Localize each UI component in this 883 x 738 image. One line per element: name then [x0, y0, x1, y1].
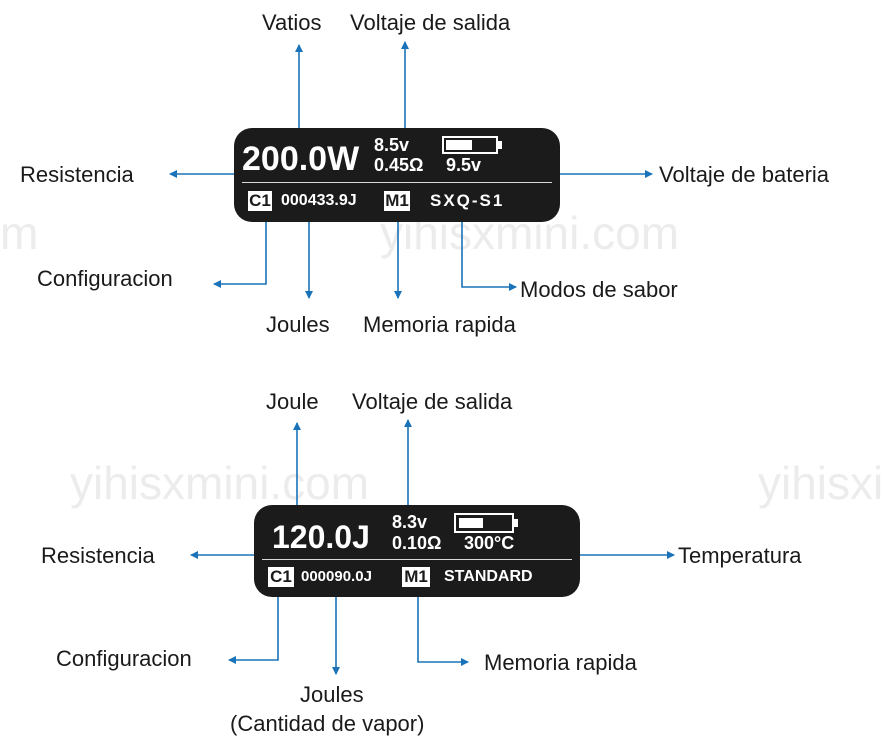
label-joules: Joules: [266, 312, 330, 337]
label-quick-memory-2: Memoria rapida: [484, 650, 637, 675]
screen-divider: [242, 182, 552, 183]
arrow-configuration: [213, 214, 267, 288]
joules-counter: 000433.9J: [281, 192, 357, 209]
arrow-configuration-2: [228, 592, 279, 664]
config-badge-2: C1: [268, 567, 294, 587]
watermark: yihisxi: [758, 457, 883, 509]
resistance-value-2: 0.10Ω: [392, 533, 442, 553]
label-joules-sub: (Cantidad de vapor): [230, 711, 425, 736]
battery-icon: [442, 136, 498, 154]
watermark: m: [0, 207, 39, 259]
device-screen: 200.0W 8.5v 0.45Ω 9.5v C1 000433.9J M1 S…: [234, 128, 560, 222]
battery-voltage-value: 9.5v: [446, 155, 482, 175]
output-voltage-value-2: 8.3v: [392, 512, 428, 532]
battery-tip-2: [514, 519, 518, 527]
screen-divider-2: [262, 559, 572, 560]
label-resistance-2: Resistencia: [41, 543, 155, 568]
battery-tip: [498, 141, 502, 149]
label-watts: Vatios: [262, 10, 322, 35]
label-configuration: Configuracion: [37, 266, 173, 291]
watermark: yihisxmini.com: [70, 457, 370, 509]
battery-icon-2: [454, 513, 514, 533]
battery-level-2: [459, 518, 483, 528]
temperature-value: 300°C: [464, 533, 515, 553]
label-quick-memory: Memoria rapida: [363, 312, 516, 337]
label-joule: Joule: [266, 389, 319, 414]
label-joules-2: Joules: [300, 682, 364, 707]
label-output-voltage-2: Voltaje de salida: [352, 389, 513, 414]
memory-badge-2: M1: [402, 567, 430, 587]
joules-counter-2: 000090.0J: [301, 568, 372, 585]
arrow-flavor-modes: [461, 214, 517, 291]
label-resistance: Resistencia: [20, 162, 134, 187]
battery-level: [446, 140, 472, 150]
config-badge: C1: [248, 191, 272, 211]
memory-badge: M1: [384, 191, 410, 211]
joule-value: 120.0J: [272, 519, 370, 555]
resistance-value: 0.45Ω: [374, 155, 424, 175]
label-battery-voltage: Voltaje de bateria: [659, 162, 830, 187]
label-configuration-2: Configuracion: [56, 646, 192, 671]
device-screen-2: 120.0J 8.3v 0.10Ω 300°C C1 000090.0J M1 …: [254, 505, 580, 597]
mode-name: SXQ-S1: [430, 191, 505, 210]
wattage-value: 200.0W: [242, 140, 360, 178]
label-flavor-modes: Modos de sabor: [520, 277, 678, 302]
mode-name-2: STANDARD: [444, 568, 533, 585]
arrow-quick-memory-2: [417, 592, 469, 666]
label-temperature: Temperatura: [678, 543, 802, 568]
label-output-voltage: Voltaje de salida: [350, 10, 511, 35]
output-voltage-value: 8.5v: [374, 135, 410, 155]
